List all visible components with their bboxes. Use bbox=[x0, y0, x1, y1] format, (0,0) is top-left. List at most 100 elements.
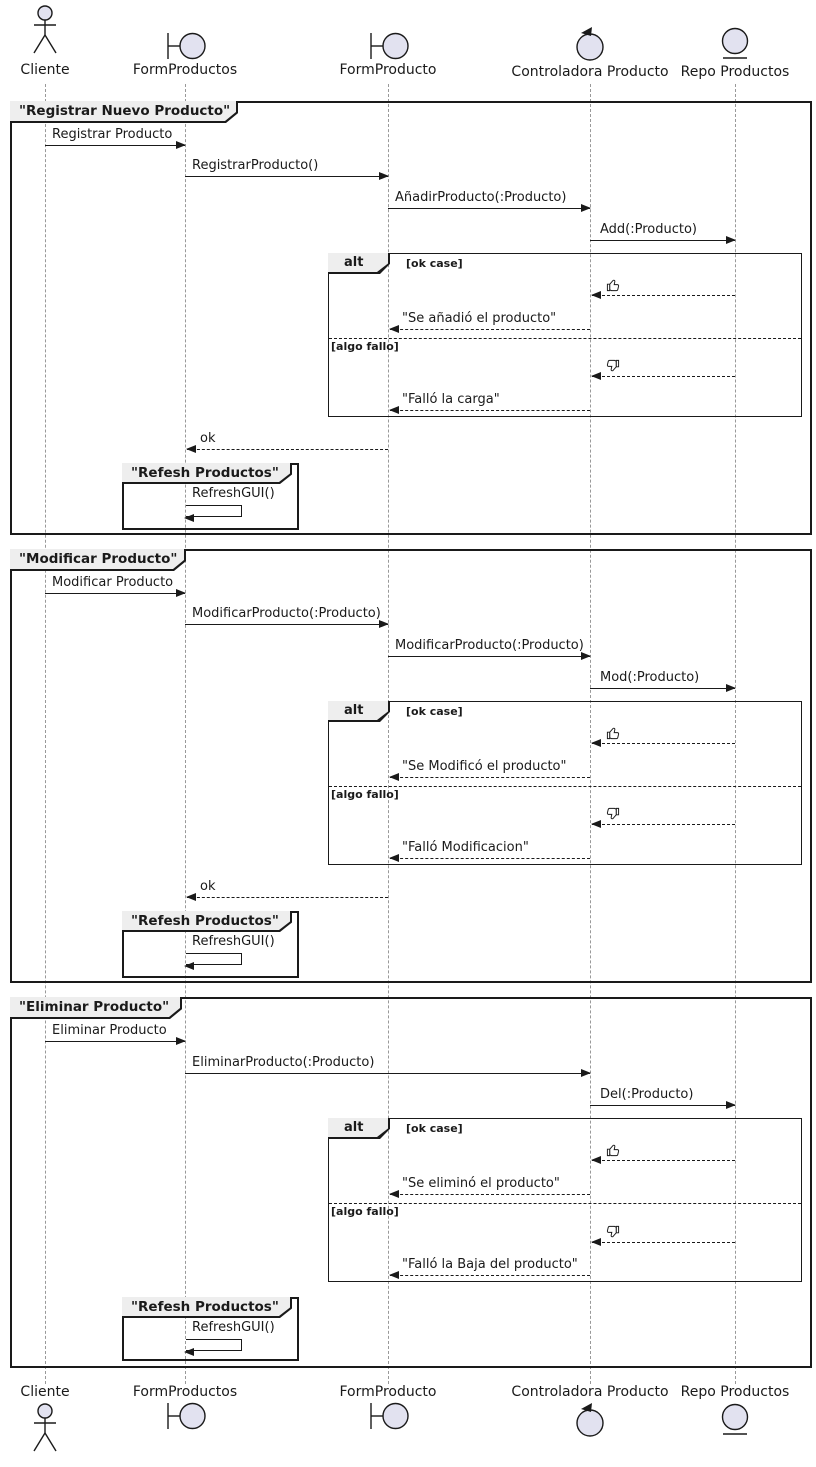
frame-modificar-producto bbox=[10, 549, 812, 983]
arrowhead-left bbox=[186, 445, 196, 453]
arrowhead-right bbox=[581, 652, 591, 660]
guard-algo-fallo: [algo fallo] bbox=[331, 340, 399, 353]
arrow-line bbox=[45, 1037, 186, 1045]
participant-cliente-bottom: Cliente bbox=[0, 1384, 130, 1458]
alt-operator-tab: alt bbox=[328, 1118, 390, 1139]
arrowhead-left bbox=[591, 1156, 601, 1164]
self-message-refreshgui: RefreshGUI() bbox=[192, 1320, 275, 1335]
arrow-line bbox=[590, 1101, 736, 1109]
arrow-line bbox=[591, 291, 735, 299]
message-add-producto: Add(:Producto) bbox=[590, 222, 736, 244]
alt-operator: alt bbox=[328, 1118, 388, 1137]
arrowhead-right bbox=[176, 141, 186, 149]
thumbs-up-icon bbox=[592, 725, 735, 742]
arrow-line bbox=[45, 589, 186, 597]
arrowhead-right bbox=[379, 620, 389, 628]
frame-title-tab: "Eliminar Producto" bbox=[10, 997, 182, 1019]
result-ok-message bbox=[591, 725, 735, 747]
participant-repo-top: Repo Productos bbox=[650, 26, 816, 80]
arrow-line bbox=[389, 406, 590, 414]
arrowhead-left bbox=[591, 1238, 601, 1246]
thumbs-up-icon bbox=[592, 1142, 735, 1159]
guard-algo-fallo: [algo fallo] bbox=[331, 788, 399, 801]
message-anadirproducto: AñadirProducto(:Producto) bbox=[388, 190, 591, 212]
reply-fallo-modificacion: "Falló Modificacion" bbox=[389, 840, 590, 862]
arrow-line bbox=[389, 325, 590, 333]
arrow-line bbox=[186, 893, 388, 901]
arrowhead-right bbox=[176, 1037, 186, 1045]
participant-label: Cliente bbox=[20, 1384, 70, 1400]
participant-label: FormProductos bbox=[132, 1384, 238, 1400]
arrowhead-left bbox=[389, 854, 399, 862]
message-modificarproducto-1: ModificarProducto(:Producto) bbox=[185, 606, 389, 628]
boundary-icon bbox=[163, 1402, 207, 1430]
self-arrow bbox=[184, 1339, 242, 1356]
participant-label: FormProducto bbox=[339, 1384, 437, 1400]
arrow-line bbox=[185, 172, 389, 180]
frame-title: "Refesh Productos" bbox=[122, 911, 290, 930]
participant-formproducto-bottom: FormProducto bbox=[303, 1384, 473, 1430]
self-arrow bbox=[184, 953, 242, 970]
entity-icon bbox=[718, 26, 752, 62]
frame-title-tab: "Registrar Nuevo Producto" bbox=[10, 101, 238, 123]
arrowhead-right bbox=[726, 236, 736, 244]
participant-formproductos-bottom: FormProductos bbox=[100, 1384, 270, 1430]
frame-title-tab: "Refesh Productos" bbox=[122, 1297, 292, 1318]
arrowhead-right bbox=[379, 172, 389, 180]
participant-repo-bottom: Repo Productos bbox=[650, 1384, 816, 1438]
message-eliminarproducto: EliminarProducto(:Producto) bbox=[185, 1055, 591, 1077]
alt-operator-tab: alt bbox=[328, 253, 390, 274]
message-modificarproducto-2: ModificarProducto(:Producto) bbox=[388, 638, 591, 660]
lifeline-formproductos bbox=[185, 84, 186, 1384]
guard-ok-case: [ok case] bbox=[406, 257, 463, 270]
reply-se-modifico: "Se Modificó el producto" bbox=[389, 759, 590, 781]
frame-title-tab: "Modificar Producto" bbox=[10, 549, 186, 571]
return-ok-message: ok bbox=[186, 431, 388, 453]
lifeline-formproducto bbox=[388, 84, 389, 1384]
result-fail-message bbox=[591, 358, 735, 380]
lifeline-controladora bbox=[590, 84, 591, 1384]
arrowhead-left bbox=[591, 739, 601, 747]
arrowhead-left bbox=[184, 514, 194, 522]
message-registrarproducto: RegistrarProducto() bbox=[185, 158, 389, 180]
arrow-line bbox=[185, 1069, 591, 1077]
alt-operator-tab: alt bbox=[328, 701, 390, 722]
reply-fallo-baja: "Falló la Baja del producto" bbox=[389, 1257, 590, 1279]
frame-registrar-nuevo-producto bbox=[10, 101, 812, 535]
participant-label: Repo Productos bbox=[680, 64, 790, 80]
arrow-line bbox=[591, 372, 735, 380]
participant-label: Controladora Producto bbox=[511, 64, 669, 80]
reply-se-elimino: "Se eliminó el producto" bbox=[389, 1176, 590, 1198]
arrow-line bbox=[45, 141, 186, 149]
participant-label: FormProductos bbox=[132, 62, 238, 78]
arrow-line bbox=[591, 1156, 735, 1164]
lifeline-cliente bbox=[45, 84, 46, 1384]
alt-fragment bbox=[328, 1118, 802, 1282]
reply-fallo-carga: "Falló la carga" bbox=[389, 392, 590, 414]
result-fail-message bbox=[591, 806, 735, 828]
arrowhead-left bbox=[184, 1348, 194, 1356]
arrowhead-left bbox=[591, 820, 601, 828]
actor-icon bbox=[30, 1402, 60, 1458]
message-registrar-producto: Registrar Producto bbox=[45, 127, 186, 149]
control-icon bbox=[573, 26, 607, 62]
arrowhead-left bbox=[591, 291, 601, 299]
arrowhead-left bbox=[389, 1190, 399, 1198]
alt-divider bbox=[329, 338, 801, 339]
control-icon bbox=[573, 1402, 607, 1438]
participant-label: Controladora Producto bbox=[511, 1384, 669, 1400]
arrowhead-right bbox=[176, 589, 186, 597]
alt-fragment bbox=[328, 253, 802, 417]
result-ok-message bbox=[591, 277, 735, 299]
alt-operator: alt bbox=[328, 253, 388, 272]
arrow-line bbox=[185, 620, 389, 628]
arrowhead-left bbox=[186, 893, 196, 901]
arrow-line bbox=[591, 739, 735, 747]
message-mod-producto: Mod(:Producto) bbox=[590, 670, 736, 692]
participant-formproducto-top: FormProducto bbox=[303, 32, 473, 78]
participant-label: Repo Productos bbox=[680, 1384, 790, 1400]
participant-formproductos-top: FormProductos bbox=[100, 32, 270, 78]
self-message-refreshgui: RefreshGUI() bbox=[192, 486, 275, 501]
participant-cliente-top: Cliente bbox=[0, 4, 130, 78]
